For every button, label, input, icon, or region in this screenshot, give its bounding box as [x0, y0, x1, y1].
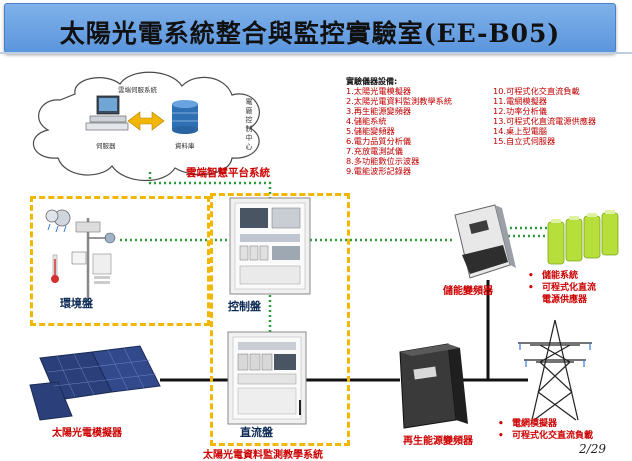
database-label: 資料庫 [175, 142, 195, 150]
bidirectional-arrow-icon [127, 111, 165, 131]
renewable-inverter-label: 再生能源變頻器 [403, 436, 473, 447]
list-item: 2.太陽光電資料監測教學系統 [346, 96, 453, 106]
list-item: 儲能系統 [528, 270, 596, 282]
storage-inverter-icon [454, 204, 516, 279]
transmission-tower-icon [518, 319, 592, 421]
dc-cabinet-icon [227, 331, 307, 425]
page-title: 太陽光電系統整合與監控實驗室(EE-B05) [59, 19, 561, 48]
list-item: 電源供應器 [542, 295, 588, 305]
title-underline [0, 52, 632, 54]
dc-panel-label: 直流盤 [240, 426, 273, 439]
control-panel-label: 控制盤 [228, 300, 261, 313]
grid-bullets: 電網模擬器 可程式化交直流負載 [498, 418, 593, 442]
title-banner: 太陽光電系統整合與監控實驗室(EE-B05) [4, 3, 616, 53]
list-item: 14.桌上型電腦 [493, 126, 547, 136]
pv-simulator-label: 太陽光電模擬器 [52, 428, 122, 439]
list-item: 13.可程式化直流電源供應器 [493, 116, 597, 126]
list-item: 9.電能波形記錄器 [346, 166, 412, 176]
list-item: 3.再生能源變頻器 [346, 106, 412, 116]
list-item: 可程式化直流 [528, 282, 596, 294]
list-item: 5.儲能變頻器 [346, 126, 395, 136]
storage-bullets: 儲能系統 可程式化直流 電源供應器 [528, 270, 596, 306]
list-item: 1.太陽光電模擬器 [346, 86, 412, 96]
control-cabinet-icon [229, 197, 311, 295]
database-icon [172, 100, 198, 134]
equipment-heading: 實驗儀器設備: [346, 77, 398, 86]
list-item: 6.電力品質分析儀 [346, 136, 412, 146]
list-item: 4.儲能系統 [346, 116, 387, 126]
solar-panel-icon [29, 345, 161, 421]
page-number: 2/29 [579, 442, 606, 456]
cloud-system-label: 雲端伺服系統 [118, 86, 157, 94]
list-item: 12.功率分析儀 [493, 106, 547, 116]
list-item: 15.自立式伺服器 [493, 136, 556, 146]
weather-station-icon [45, 209, 116, 300]
environment-panel-label: 環境盤 [60, 297, 93, 310]
server-label: 伺服器 [96, 142, 116, 150]
monitoring-system-frame [210, 193, 350, 446]
cloud-shape [32, 71, 260, 182]
equipment-list-col2: 10.可程式化交直流負載 11.電網模擬器 12.功率分析儀 13.可程式化直流… [493, 86, 596, 146]
renewable-inverter-icon [399, 343, 468, 429]
list-item: 電網模擬器 [498, 418, 593, 430]
computer-icon [85, 95, 129, 131]
battery-bank-icon [547, 210, 619, 265]
storage-inverter-label: 儲能變頻器 [443, 286, 493, 297]
list-item: 8.多功能數位示波器 [346, 156, 420, 166]
list-item: 7.充放電測試儀 [346, 146, 403, 156]
list-item: 10.可程式化交直流負載 [493, 86, 580, 96]
list-item: 11.電網模擬器 [493, 96, 547, 106]
monitor-center-label: 電廠控制中心 [245, 98, 253, 152]
environment-panel-frame [30, 196, 210, 326]
list-item: 可程式化交直流負載 [498, 430, 593, 442]
cloud-platform-label: 雲端智慧平台系統 [186, 167, 270, 179]
equipment-list-col1: 1.太陽光電模擬器 2.太陽光電資料監測教學系統 3.再生能源變頻器 4.儲能系… [346, 86, 452, 176]
pv-monitoring-system-label: 太陽光電資料監測教學系統 [203, 450, 323, 461]
